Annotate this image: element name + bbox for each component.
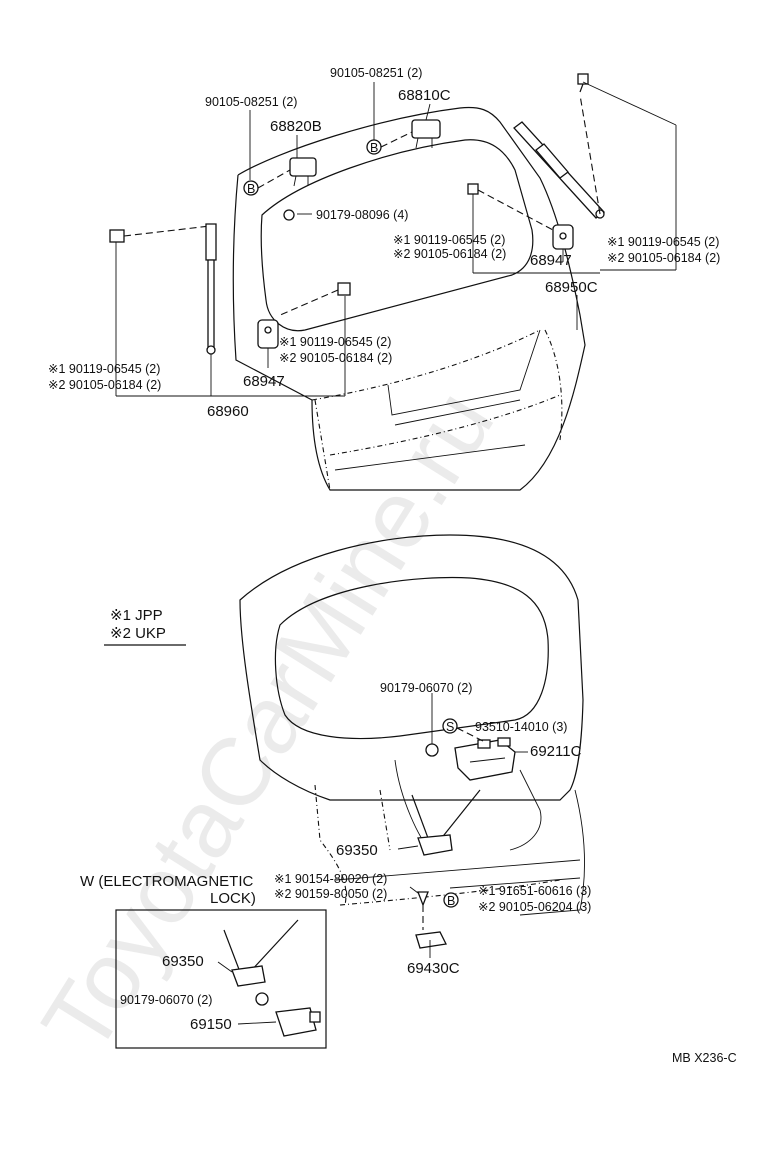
label-90105-08251-left: 90105-08251 (2) xyxy=(205,95,297,109)
damper-stay-left xyxy=(109,223,217,355)
label-bottom-bolt-jpp: ※1 91651-60616 (3) xyxy=(478,884,591,898)
label-bottom-screw-ukp: ※2 90159-80050 (2) xyxy=(274,887,387,901)
damper-stay-right xyxy=(513,73,605,219)
inset-linkage-69350 xyxy=(223,919,299,1006)
label-93510-14010: 93510-14010 (3) xyxy=(475,720,567,734)
inset-leader xyxy=(217,961,233,973)
label-68950c: 68950C xyxy=(545,279,598,296)
stay-bracket-68947-left xyxy=(257,282,351,349)
label-68947-right: 68947 xyxy=(530,252,572,269)
latch-linkage-69350 xyxy=(411,789,481,856)
nut-90179-08096 xyxy=(283,209,295,221)
lock-assembly-69211c xyxy=(454,737,516,781)
inset-title-line1: W (ELECTROMAGNETIC xyxy=(80,873,254,890)
lower-back-door xyxy=(239,534,586,916)
label-69350-inset: 69350 xyxy=(162,953,204,970)
inset-title-line2: LOCK) xyxy=(210,890,256,907)
label-left-inner-ukp: ※2 90105-06184 (2) xyxy=(279,351,392,365)
inset-actuator-69150 xyxy=(275,1007,321,1037)
label-bottom-bolt-ukp: ※2 90105-06204 (3) xyxy=(478,900,591,914)
label-69350: 69350 xyxy=(336,842,378,859)
figure-id: MB X236-C xyxy=(672,1051,737,1065)
label-69211c: 69211C xyxy=(530,743,582,760)
label-69430c: 69430C xyxy=(407,960,460,977)
label-90179-06070-inset: 90179-06070 (2) xyxy=(120,993,212,1007)
label-90179-08096: 90179-08096 (4) xyxy=(316,208,408,222)
label-68810c: 68810C xyxy=(398,87,451,104)
legend-ukp: ※2 UKP xyxy=(110,625,166,642)
label-right-inner-jpp: ※1 90119-06545 (2) xyxy=(393,233,505,247)
inset-frame xyxy=(115,909,327,1049)
screw-marker-s: S xyxy=(442,718,458,734)
hinge-68820b xyxy=(289,157,317,187)
screw-marker-s-label: S xyxy=(446,720,454,734)
label-68947-left: 68947 xyxy=(243,373,285,390)
hinge-68810c xyxy=(411,119,441,149)
bolt-marker-b-label: B xyxy=(370,141,378,155)
label-bottom-screw-jpp: ※1 90154-80020 (2) xyxy=(274,872,387,886)
bolt-marker-b-label: B xyxy=(447,894,455,908)
label-68820b: 68820B xyxy=(270,118,322,135)
striker-69430c xyxy=(415,891,447,949)
label-right-inner-ukp: ※2 90105-06184 (2) xyxy=(393,247,506,261)
nut-90179-06070 xyxy=(425,743,439,757)
label-90179-06070: 90179-06070 (2) xyxy=(380,681,472,695)
label-90105-08251-top: 90105-08251 (2) xyxy=(330,66,422,80)
bolt-marker-b-label: B xyxy=(247,182,255,196)
label-right-outer-ukp: ※2 90105-06184 (2) xyxy=(607,251,720,265)
leader-lines-lower xyxy=(397,693,528,958)
label-69150: 69150 xyxy=(190,1016,232,1033)
inset-leader xyxy=(237,1021,277,1025)
label-right-outer-jpp: ※1 90119-06545 (2) xyxy=(607,235,719,249)
upper-back-door xyxy=(232,106,586,491)
label-68960: 68960 xyxy=(207,403,249,420)
legend-jpp: ※1 JPP xyxy=(110,607,163,624)
label-left-outer-jpp: ※1 90119-06545 (2) xyxy=(48,362,160,376)
label-left-outer-ukp: ※2 90105-06184 (2) xyxy=(48,378,161,392)
bolt-marker-b-lower: B xyxy=(443,892,459,908)
label-left-inner-jpp: ※1 90119-06545 (2) xyxy=(279,335,391,349)
leader-lines-upper xyxy=(115,81,677,397)
